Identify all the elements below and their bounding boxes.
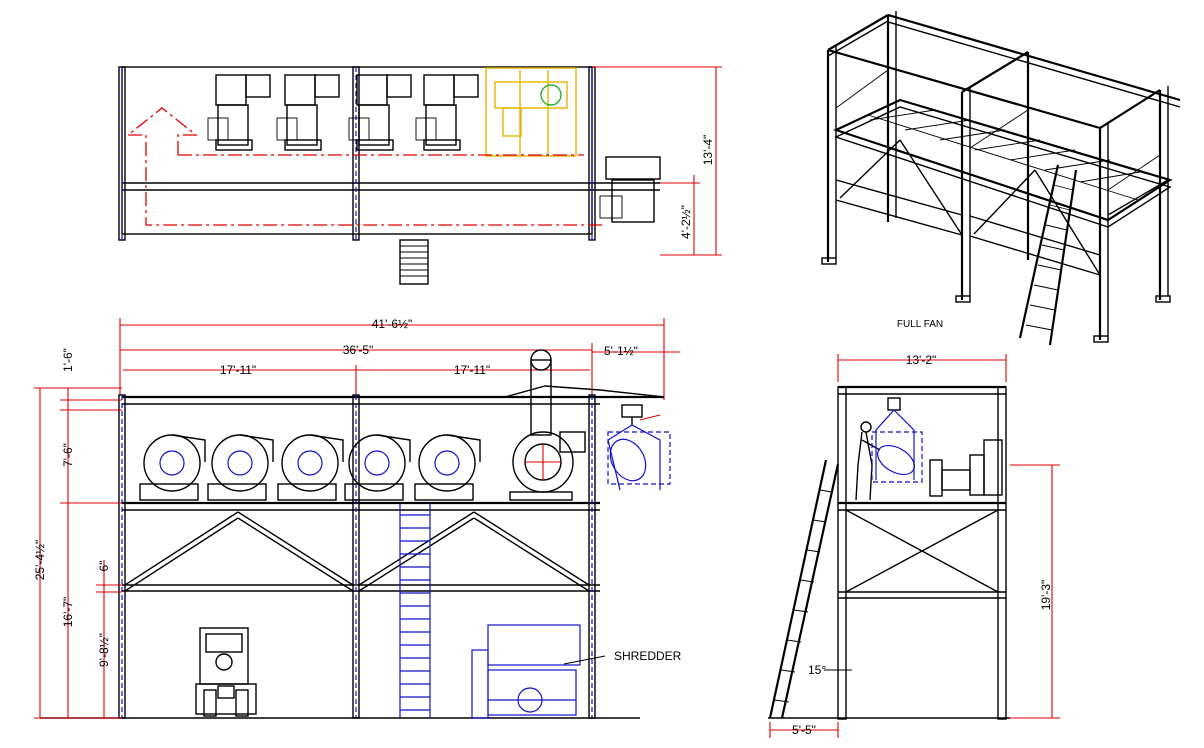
plan-height-dim: 13'-4": [701, 135, 715, 166]
upper-dim: 7'-6": [61, 443, 75, 467]
front-fan-2: [207, 434, 274, 501]
front-hoist-fan: [607, 404, 671, 491]
side-ladder: [768, 459, 840, 719]
plan-fan-1: [207, 74, 271, 151]
plan-highlighted-fan: [485, 67, 577, 157]
bay-left-dim: 17'-11": [220, 363, 256, 377]
ladder-base-dim: 5'-5": [792, 723, 816, 737]
front-ladder: [399, 503, 431, 718]
iso-structure: [821, 11, 1181, 343]
side-hoist-fan: [871, 397, 923, 483]
front-left-dims: [34, 387, 122, 719]
side-right-dim-lines: [769, 464, 1060, 738]
side-width-dim: 13'-2": [906, 353, 937, 367]
front-structure: [40, 385, 665, 719]
front-fan-1: [139, 434, 206, 501]
forklift: [195, 627, 257, 717]
front-fan-large: [509, 349, 586, 501]
lower-dim: 9'-8½": [97, 633, 111, 667]
plan-offset-dim: 4'-2½": [679, 205, 693, 239]
plan-fan-2: [276, 74, 340, 151]
side-fan: [929, 439, 1003, 497]
overall-width-dim: 41'-6½": [372, 317, 413, 331]
platform-height-dim: 16'-7": [61, 597, 75, 628]
plan-fan-3: [348, 74, 412, 151]
brace-gap-dim: 6": [97, 561, 111, 572]
roof-dim: 1'-6": [61, 348, 75, 372]
front-fan-3: [277, 434, 344, 501]
plan-dimensions: [592, 66, 722, 256]
plan-stair: [399, 239, 429, 285]
shredder-label: SHREDDER: [614, 649, 682, 663]
frame-width-dim: 36'-5": [343, 343, 374, 357]
plan-view: 13'-4" 4'-2½": [118, 66, 722, 285]
side-height-dim: 19'-3": [1039, 580, 1053, 611]
iso-ladder: [1018, 164, 1078, 346]
ladder-angle-label: 15°: [808, 663, 826, 677]
front-fan-4: [344, 434, 411, 501]
plan-columns: [118, 66, 596, 241]
front-elevation: 41'-6½" 36'-5" 17'-11" 17'-11" 5'-1½": [33, 317, 682, 719]
bay-right-dim: 17'-11": [454, 363, 490, 377]
shredder: [471, 624, 606, 719]
total-height-dim: 25'-4½": [33, 540, 47, 581]
iso-caption: FULL FAN: [897, 319, 943, 330]
side-elevation: 13'-2": [768, 353, 1060, 738]
front-top-dims: [119, 318, 680, 400]
front-fans: [139, 349, 586, 501]
side-structure: [768, 385, 1010, 720]
plan-fan-4: [415, 74, 479, 151]
plan-outboard-fan: [599, 156, 661, 223]
iso-view: FULL FAN: [821, 11, 1181, 346]
overhang-dim: 5'-1½": [604, 344, 638, 358]
front-fan-5: [414, 434, 481, 501]
side-worker: [855, 421, 881, 501]
side-width-dim-lines: [837, 354, 1007, 382]
flow-arrow: [126, 107, 606, 226]
